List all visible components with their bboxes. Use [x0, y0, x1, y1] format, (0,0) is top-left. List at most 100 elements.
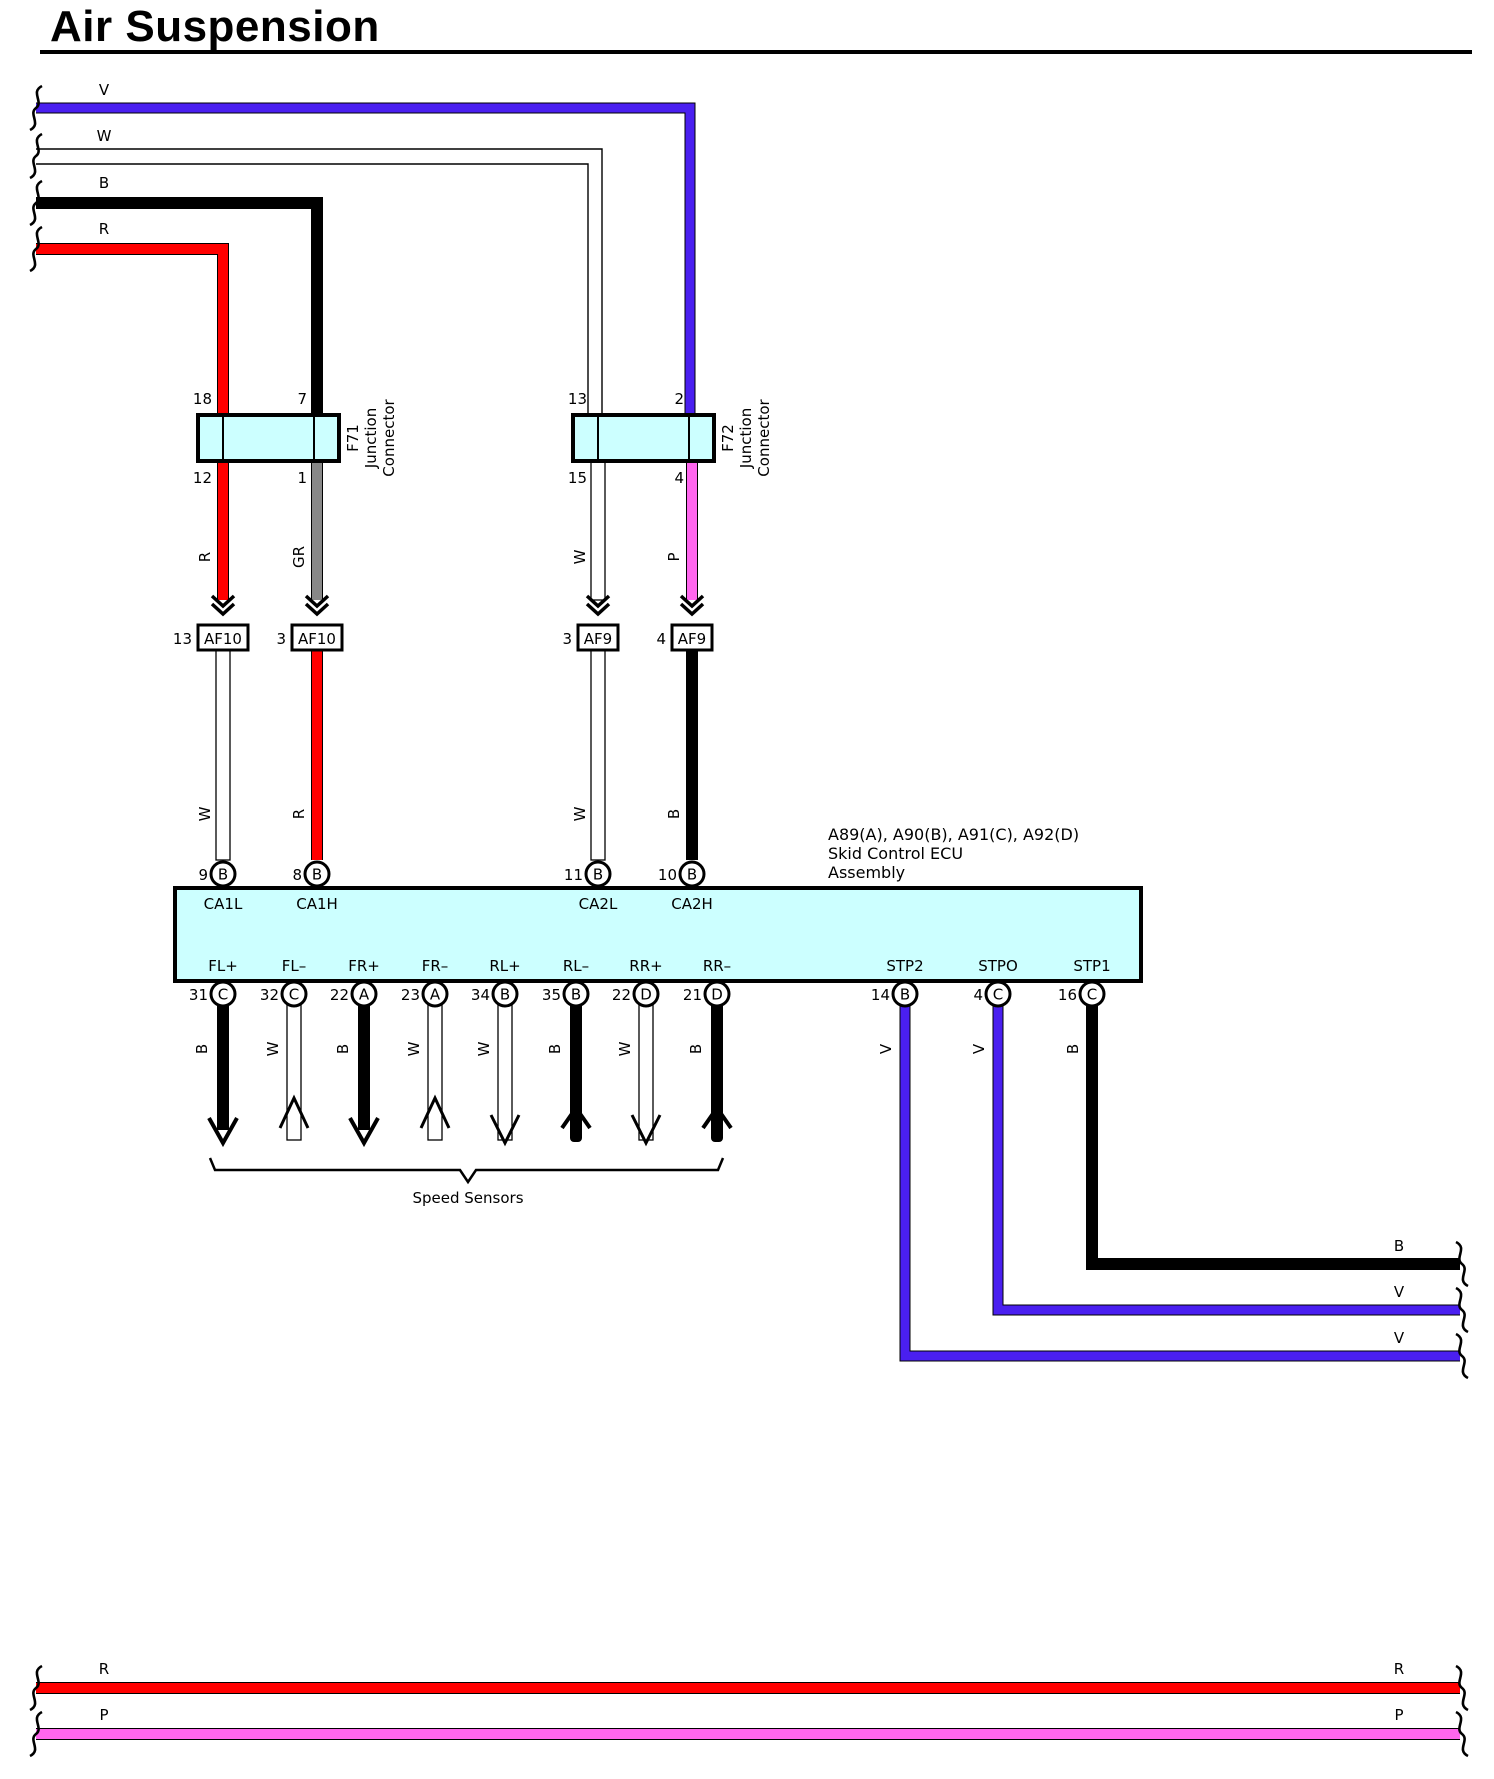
bottom-wire-break-left-1 — [29, 1710, 43, 1758]
sensor-wire-0-label: B — [193, 1044, 211, 1054]
ecu-bottom-signal-1: FL– — [282, 957, 307, 975]
speed-sensors-label: Speed Sensors — [412, 1189, 523, 1207]
sensor-wire-7-end — [711, 1120, 723, 1142]
f72-pin-top-a: 13 — [568, 390, 587, 408]
bottom-wire-label-left-0: R — [99, 1660, 109, 1678]
right-wire-label-2: V — [1394, 1329, 1405, 1347]
inline-connector-num-0: 13 — [173, 630, 192, 648]
junction-connector-1 — [571, 413, 716, 463]
f72-pin-top-b: 2 — [674, 390, 684, 408]
junction-0-id: F71 — [344, 424, 362, 452]
wire-label-stpo: V — [970, 1043, 988, 1054]
ecu-bottom-pin-2 — [350, 980, 378, 1008]
ecu-bottom-pin-1 — [280, 980, 308, 1008]
wire-label-stp1: B — [1064, 1044, 1082, 1054]
f71-pin-top-a: 18 — [193, 390, 212, 408]
inline-connector-2 — [576, 623, 620, 652]
ecu-bottom-pin-7-letter: D — [711, 986, 723, 1004]
ecu-top-pin-num-1: 8 — [292, 866, 302, 884]
ecu-bottom-pin-5 — [562, 980, 590, 1008]
sensor-wire-2-arrow — [348, 1117, 380, 1148]
ecu-bottom-pin-num-4: 34 — [471, 986, 490, 1004]
sensor-wire-3-arrow — [419, 1094, 451, 1129]
wire-label-gr-upper: GR — [290, 546, 308, 568]
ecu-bottom-pin-9-letter: C — [993, 986, 1003, 1004]
left-wire-label-w: W — [97, 127, 112, 145]
ecu-bottom-signal-4: RL+ — [489, 957, 520, 975]
sensor-wire-6-label: W — [616, 1041, 634, 1056]
right-wire-label-0: B — [1394, 1237, 1404, 1255]
chevron-w — [585, 594, 611, 617]
wire-label-stp2: V — [877, 1043, 895, 1054]
ecu-bottom-pin-num-0: 31 — [189, 986, 208, 1004]
junction-1-line3: Connector — [755, 398, 773, 476]
sensor-wire-1 — [286, 993, 302, 1141]
ecu-bottom-pin-4-letter: B — [500, 986, 510, 1004]
chevron-p — [679, 594, 705, 617]
f72-pin-bottom-a: 15 — [568, 469, 587, 487]
wire-r-top — [36, 244, 228, 415]
ecu-bottom-pin-2-letter: A — [359, 986, 370, 1004]
ecu-top-pin-3 — [678, 860, 706, 888]
inline-connector-num-2: 3 — [562, 630, 572, 648]
chevron-r — [210, 594, 236, 617]
wire-stp2 — [900, 994, 1460, 1361]
wire-stpo — [993, 994, 1460, 1315]
bottom-wire-break-right-0 — [1455, 1664, 1469, 1712]
wire-label-r-upper: R — [196, 552, 214, 562]
ecu-top-signal-2: CA2L — [579, 895, 618, 913]
inline-connector-name-1: AF10 — [298, 630, 336, 648]
left-wire-break-0 — [29, 84, 43, 132]
sensor-wire-5-arrow — [560, 1104, 592, 1130]
wire-w-ca1l — [215, 649, 231, 861]
sensor-wire-4 — [497, 993, 513, 1141]
left-wire-label-v: V — [99, 81, 110, 99]
sensor-wire-1-arrow — [278, 1094, 310, 1129]
speed-sensors-bracket — [208, 1157, 725, 1185]
ecu-bottom-pin-5-letter: B — [571, 986, 581, 1004]
left-wire-break-3 — [29, 225, 43, 273]
sensor-wire-3 — [427, 993, 443, 1141]
sensor-wire-2-label: B — [334, 1044, 352, 1054]
sensor-wire-7-label: B — [687, 1044, 705, 1054]
ecu-top-pin-num-3: 10 — [658, 866, 677, 884]
ecu-top-pin-1-letter: B — [312, 866, 322, 884]
ecu-bottom-pin-num-10: 16 — [1058, 986, 1077, 1004]
wire-stp1 — [1087, 994, 1460, 1269]
sensor-wire-7-arrow — [701, 1104, 733, 1130]
wire-stp1-outline — [1086, 994, 1460, 1270]
ecu-bottom-pin-num-9: 4 — [973, 986, 983, 1004]
ecu-top-pin-0 — [209, 860, 237, 888]
ecu-bottom-pin-8 — [891, 980, 919, 1008]
ecu-bottom-pin-num-2: 22 — [330, 986, 349, 1004]
sensor-wire-4-arrow — [489, 1114, 521, 1147]
ecu-top-pin-2-letter: B — [593, 866, 603, 884]
right-wire-break-2 — [1455, 1332, 1469, 1380]
wire-w-top-inner — [36, 163, 589, 415]
ecu-top-pin-1 — [303, 860, 331, 888]
sensor-wire-6 — [638, 993, 654, 1141]
inline-connector-name-0: AF10 — [204, 630, 242, 648]
ecu-bottom-signal-0: FL+ — [208, 957, 238, 975]
sensor-wire-0-arrow — [207, 1117, 239, 1148]
ecu-bottom-pin-3 — [421, 980, 449, 1008]
ecu-bottom-pin-9 — [984, 980, 1012, 1008]
f71-pin-top-b: 7 — [297, 390, 307, 408]
ecu-top-signal-3: CA2H — [671, 895, 713, 913]
wire-w-mid — [590, 460, 606, 601]
ecu-title: A89(A), A90(B), A91(C), A92(D) — [828, 825, 1079, 844]
junction-connector-0 — [196, 413, 341, 463]
ecu-bottom-pin-num-8: 14 — [871, 986, 890, 1004]
f71-pin-bottom-b: 1 — [297, 469, 307, 487]
ecu-bottom-pin-num-1: 32 — [260, 986, 279, 1004]
inline-connector-name-2: AF9 — [584, 630, 612, 648]
ecu-name-line2: Assembly — [828, 863, 905, 882]
ecu-top-signal-1: CA1H — [296, 895, 338, 913]
ecu-bottom-pin-num-7: 21 — [683, 986, 702, 1004]
ecu-bottom-pin-3-letter: A — [430, 986, 441, 1004]
ecu-top-pin-2 — [584, 860, 612, 888]
ecu-name-line1: Skid Control ECU — [828, 844, 963, 863]
ecu-bottom-signal-2: FR+ — [348, 957, 380, 975]
ecu-bottom-signal-6: RR+ — [629, 957, 662, 975]
